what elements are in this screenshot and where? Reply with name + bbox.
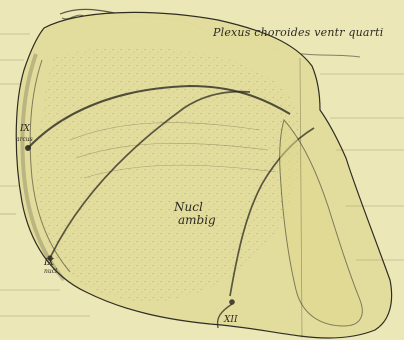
ix-nucl-sublabel: nucl [44,269,57,275]
plexus-label: Plexus choroides ventr quarti [213,27,383,38]
xii-label: XII [224,316,238,325]
ix-arc-sublabel: arcus [16,137,33,143]
ambig-label: ambig [178,214,216,226]
ix-arc-label: IX [20,125,30,134]
ix-arc-exit-point [25,145,31,151]
ix-nucl-label: IX [44,259,54,268]
xii-exit-point [229,299,235,305]
nucl-label: Nucl [174,201,203,213]
